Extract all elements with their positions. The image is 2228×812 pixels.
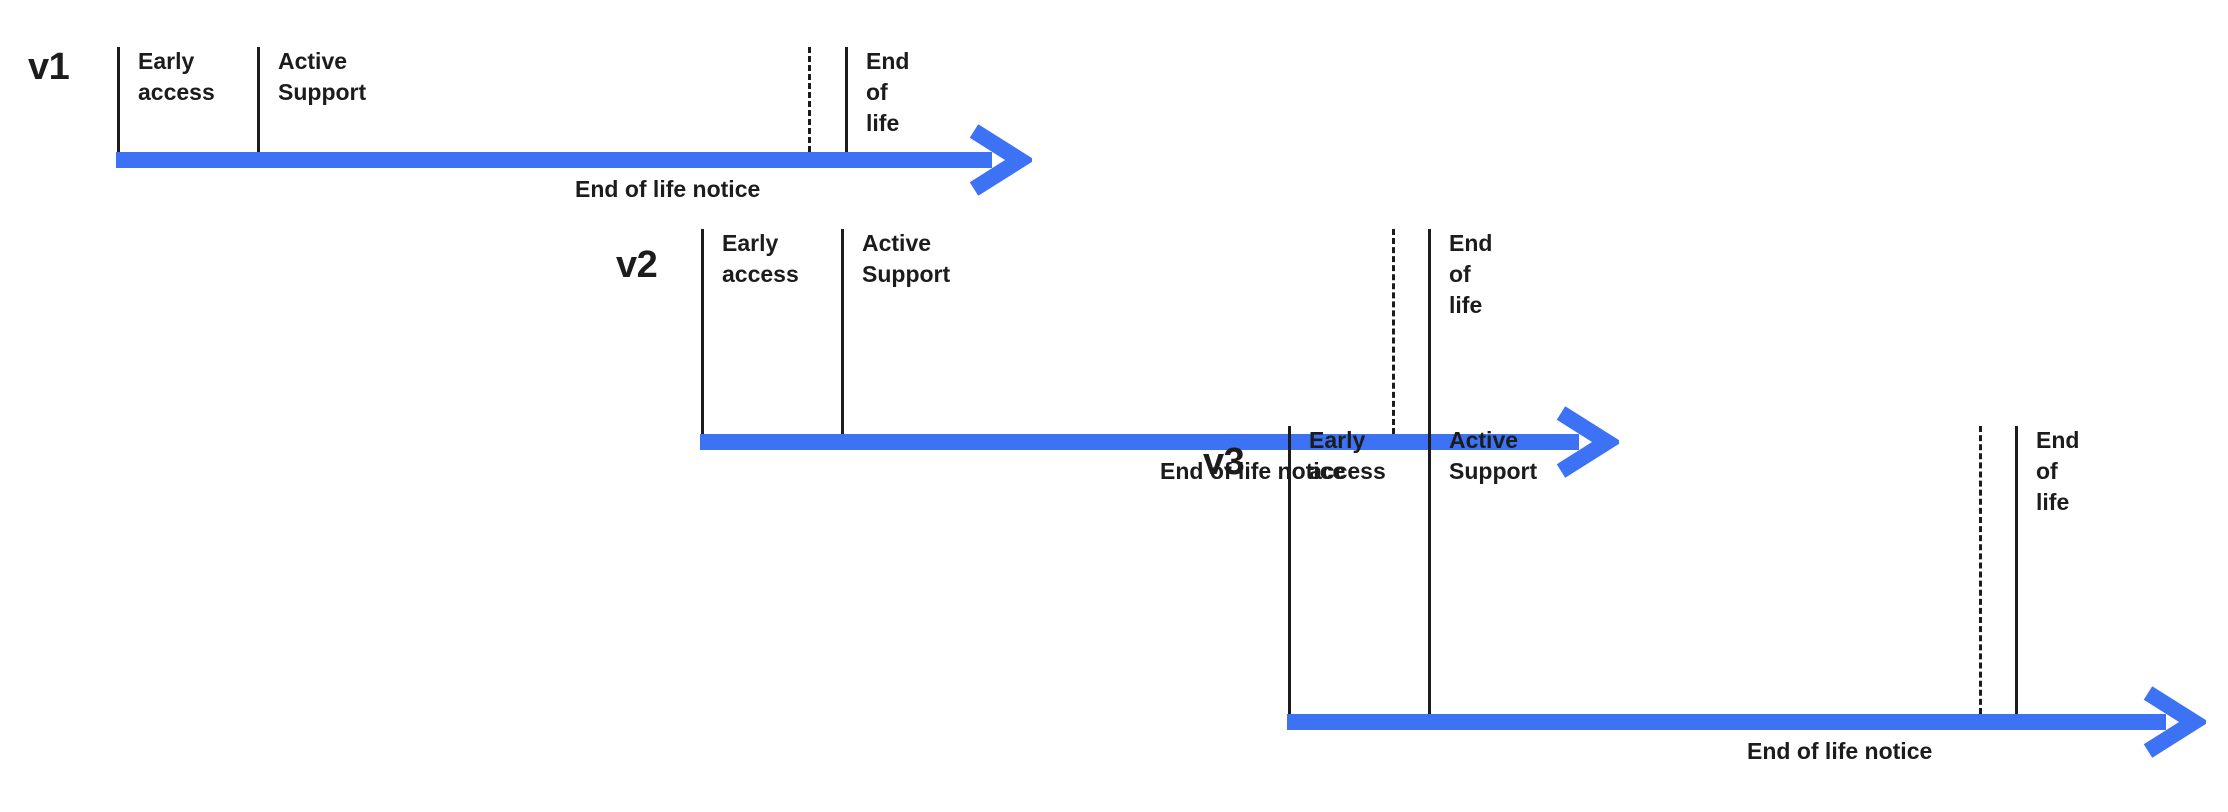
version-label-v3: v3 <box>1203 441 1245 483</box>
version-label-v1: v1 <box>28 46 70 88</box>
phase-label-v2-1: Active Support <box>862 230 951 287</box>
eol-notice-label-v2: End of life notice <box>1160 458 1346 484</box>
eol-notice-divider-v1 <box>808 47 811 152</box>
phase-divider-v2-2 <box>1428 229 1431 434</box>
timeline-bar-v1 <box>116 152 992 168</box>
arrow-head-icon-v1 <box>969 124 1032 196</box>
phase-label-v3-1: Active Support <box>1449 427 1538 484</box>
timeline-arrow-v1 <box>116 124 1032 196</box>
eol-notice-divider-v3 <box>1979 426 1982 714</box>
timeline-bar-v3 <box>1287 714 2166 730</box>
version-label-v2: v2 <box>616 244 658 286</box>
timeline-arrow-v2 <box>700 406 1619 478</box>
phase-label-v2-0: Early access <box>722 230 799 287</box>
arrow-head-icon-v3 <box>2143 686 2206 758</box>
phase-label-v2-2: End of life <box>1449 230 1493 318</box>
phase-divider-v1-0 <box>117 47 120 152</box>
timeline-bar-v2 <box>700 434 1579 450</box>
phase-label-v3-0: Early access <box>1309 427 1386 484</box>
phase-divider-v3-1 <box>1428 426 1431 714</box>
phase-label-v1-1: Active Support <box>278 48 367 105</box>
phase-divider-v2-0 <box>701 229 704 434</box>
timeline-arrow-v3 <box>1287 686 2206 758</box>
phase-label-v3-2: End of life <box>2036 427 2080 515</box>
eol-notice-label-v1: End of life notice <box>575 176 761 202</box>
arrow-head-icon-v2 <box>1556 406 1619 478</box>
phase-divider-v3-2 <box>2015 426 2018 714</box>
eol-notice-divider-v2 <box>1392 229 1395 434</box>
phase-label-v1-0: Early access <box>138 48 215 105</box>
eol-notice-label-v3: End of life notice <box>1747 738 1933 764</box>
phase-divider-v1-2 <box>845 47 848 152</box>
phase-label-v1-2: End of life <box>866 48 910 136</box>
phase-divider-v3-0 <box>1288 426 1291 714</box>
phase-divider-v2-1 <box>841 229 844 434</box>
phase-divider-v1-1 <box>257 47 260 152</box>
